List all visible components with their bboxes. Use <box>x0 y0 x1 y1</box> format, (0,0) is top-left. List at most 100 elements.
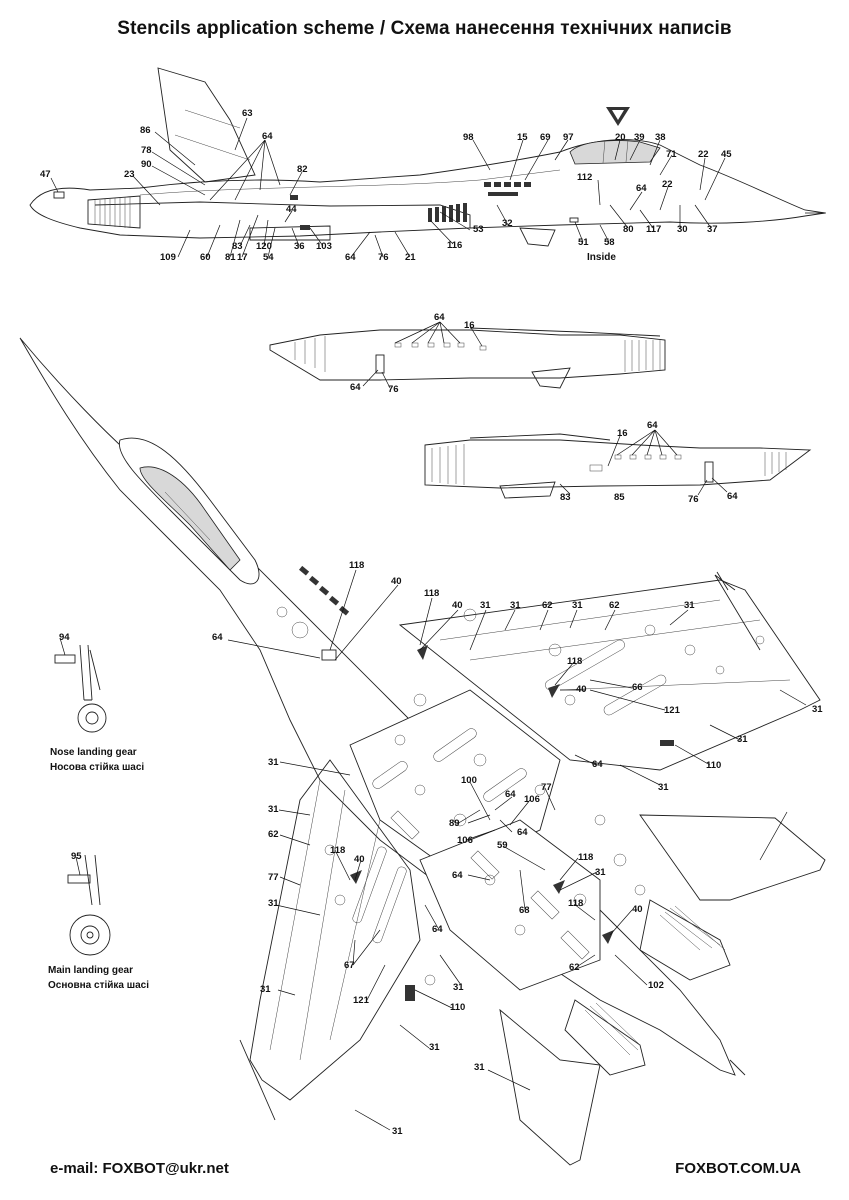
callout-label: 60 <box>200 252 211 263</box>
main-landing-gear <box>67 854 111 956</box>
callout-label: 112 <box>577 172 592 183</box>
callout-label: 121 <box>353 995 370 1006</box>
callout-label: 38 <box>655 132 666 143</box>
callout-label: 62 <box>268 829 279 840</box>
callout-label: 40 <box>391 576 402 587</box>
callout-label: 31 <box>474 1062 485 1073</box>
callout-label: 31 <box>429 1042 440 1053</box>
callout-label: 58 <box>604 237 615 248</box>
callout-label: 103 <box>316 241 332 252</box>
callout-label: 109 <box>160 252 176 263</box>
callout-label: 86 <box>140 125 151 136</box>
callout-label: 118 <box>424 588 439 599</box>
callout-label: 97 <box>563 132 574 143</box>
callout-label: 44 <box>286 204 297 215</box>
nose-landing-gear <box>54 644 107 733</box>
callout-label: 62 <box>609 600 620 611</box>
callout-label: 64 <box>452 870 463 881</box>
callout-label: 64 <box>212 632 223 643</box>
callout-label: 80 <box>623 224 634 235</box>
callout-label: 63 <box>242 108 253 119</box>
callout-label: 62 <box>569 962 580 973</box>
callout-label: 64 <box>432 924 443 935</box>
callout-label: 83 <box>560 492 571 503</box>
callout-label: 31 <box>812 704 823 715</box>
callout-label: 64 <box>262 131 273 142</box>
callout-label: 118 <box>349 560 364 571</box>
callout-label: 37 <box>707 224 718 235</box>
callout-label: 32 <box>502 218 513 229</box>
footer-email: e-mail: FOXBOT@ukr.net <box>50 1160 229 1177</box>
aircraft-plan-view <box>19 337 826 1166</box>
callout-label: 64 <box>647 420 658 431</box>
side-louvers <box>428 182 531 222</box>
callout-label: 68 <box>519 905 530 916</box>
callout-label: 31 <box>480 600 491 611</box>
callout-label: 82 <box>297 164 308 175</box>
callout-label: 22 <box>662 179 673 190</box>
callout-label: 21 <box>405 252 416 263</box>
callout-label: 67 <box>344 960 355 971</box>
callout-label: 31 <box>268 757 279 768</box>
callout-label: 120 <box>256 241 272 252</box>
callout-label: 66 <box>632 682 643 693</box>
callout-label: 95 <box>71 851 82 862</box>
callout-label: 31 <box>268 804 279 815</box>
callout-label: 23 <box>124 169 135 180</box>
callout-label: 89 <box>449 818 460 829</box>
callout-label: 94 <box>59 632 70 643</box>
callout-label: 71 <box>666 149 677 160</box>
callout-label: 110 <box>450 1002 465 1013</box>
callout-label: 106 <box>457 835 473 846</box>
callout-label: 31 <box>510 600 521 611</box>
callout-label: 40 <box>632 904 643 915</box>
callout-label: 20 <box>615 132 626 143</box>
callout-label: 40 <box>354 854 365 865</box>
callout-label: 62 <box>542 600 553 611</box>
callout-label: 40 <box>452 600 463 611</box>
callout-label: 45 <box>721 149 732 160</box>
callout-label: 16 <box>617 428 628 439</box>
callout-label: 98 <box>463 132 474 143</box>
callout-label: 54 <box>263 252 274 263</box>
callout-label: 15 <box>517 132 528 143</box>
callout-label: 118 <box>567 656 582 667</box>
callout-label: 64 <box>727 491 738 502</box>
callout-label: 69 <box>540 132 551 143</box>
callout-label: 59 <box>497 840 508 851</box>
callout-label: 47 <box>40 169 51 180</box>
callout-label: 64 <box>434 312 445 323</box>
callout-label: 31 <box>392 1126 403 1137</box>
leader-lines <box>50 117 807 1131</box>
callout-label: 117 <box>646 224 661 235</box>
callout-label: 31 <box>684 600 695 611</box>
callout-label: 31 <box>260 984 271 995</box>
callout-label: 83 <box>232 241 243 252</box>
callout-label: 53 <box>473 224 484 235</box>
callout-label: 78 <box>141 145 152 156</box>
nose-gear-caption-ua: Носова стійка шасі <box>50 762 144 773</box>
callout-label: 118 <box>568 898 583 909</box>
page-title: Stencils application scheme / Схема нане… <box>117 18 732 39</box>
aircraft-side-view <box>29 67 826 247</box>
nacelle-detail-upper <box>269 327 666 389</box>
callout-label: 106 <box>524 794 540 805</box>
callout-label: 31 <box>453 982 464 993</box>
callout-labels: 63 64 86 78 90 23 47 82 44 98 15 69 97 2… <box>40 108 823 1137</box>
nose-gear-caption-en: Nose landing gear <box>50 747 137 758</box>
callout-label: 76 <box>378 252 389 263</box>
callout-label: 121 <box>664 705 681 716</box>
nacelle-detail-lower <box>424 433 812 499</box>
captions: Inside Nose landing gear Носова стійка ш… <box>48 252 616 991</box>
callout-label: 17 <box>237 252 248 263</box>
plan-louvers <box>299 565 674 1001</box>
callout-label: 81 <box>225 252 236 263</box>
callout-label: 31 <box>572 600 583 611</box>
callout-label: 102 <box>648 980 664 991</box>
callout-label: 100 <box>461 775 477 786</box>
callout-label: 77 <box>268 872 279 883</box>
callout-label: 76 <box>388 384 399 395</box>
callout-label: 76 <box>688 494 699 505</box>
callout-label: 110 <box>706 760 721 771</box>
